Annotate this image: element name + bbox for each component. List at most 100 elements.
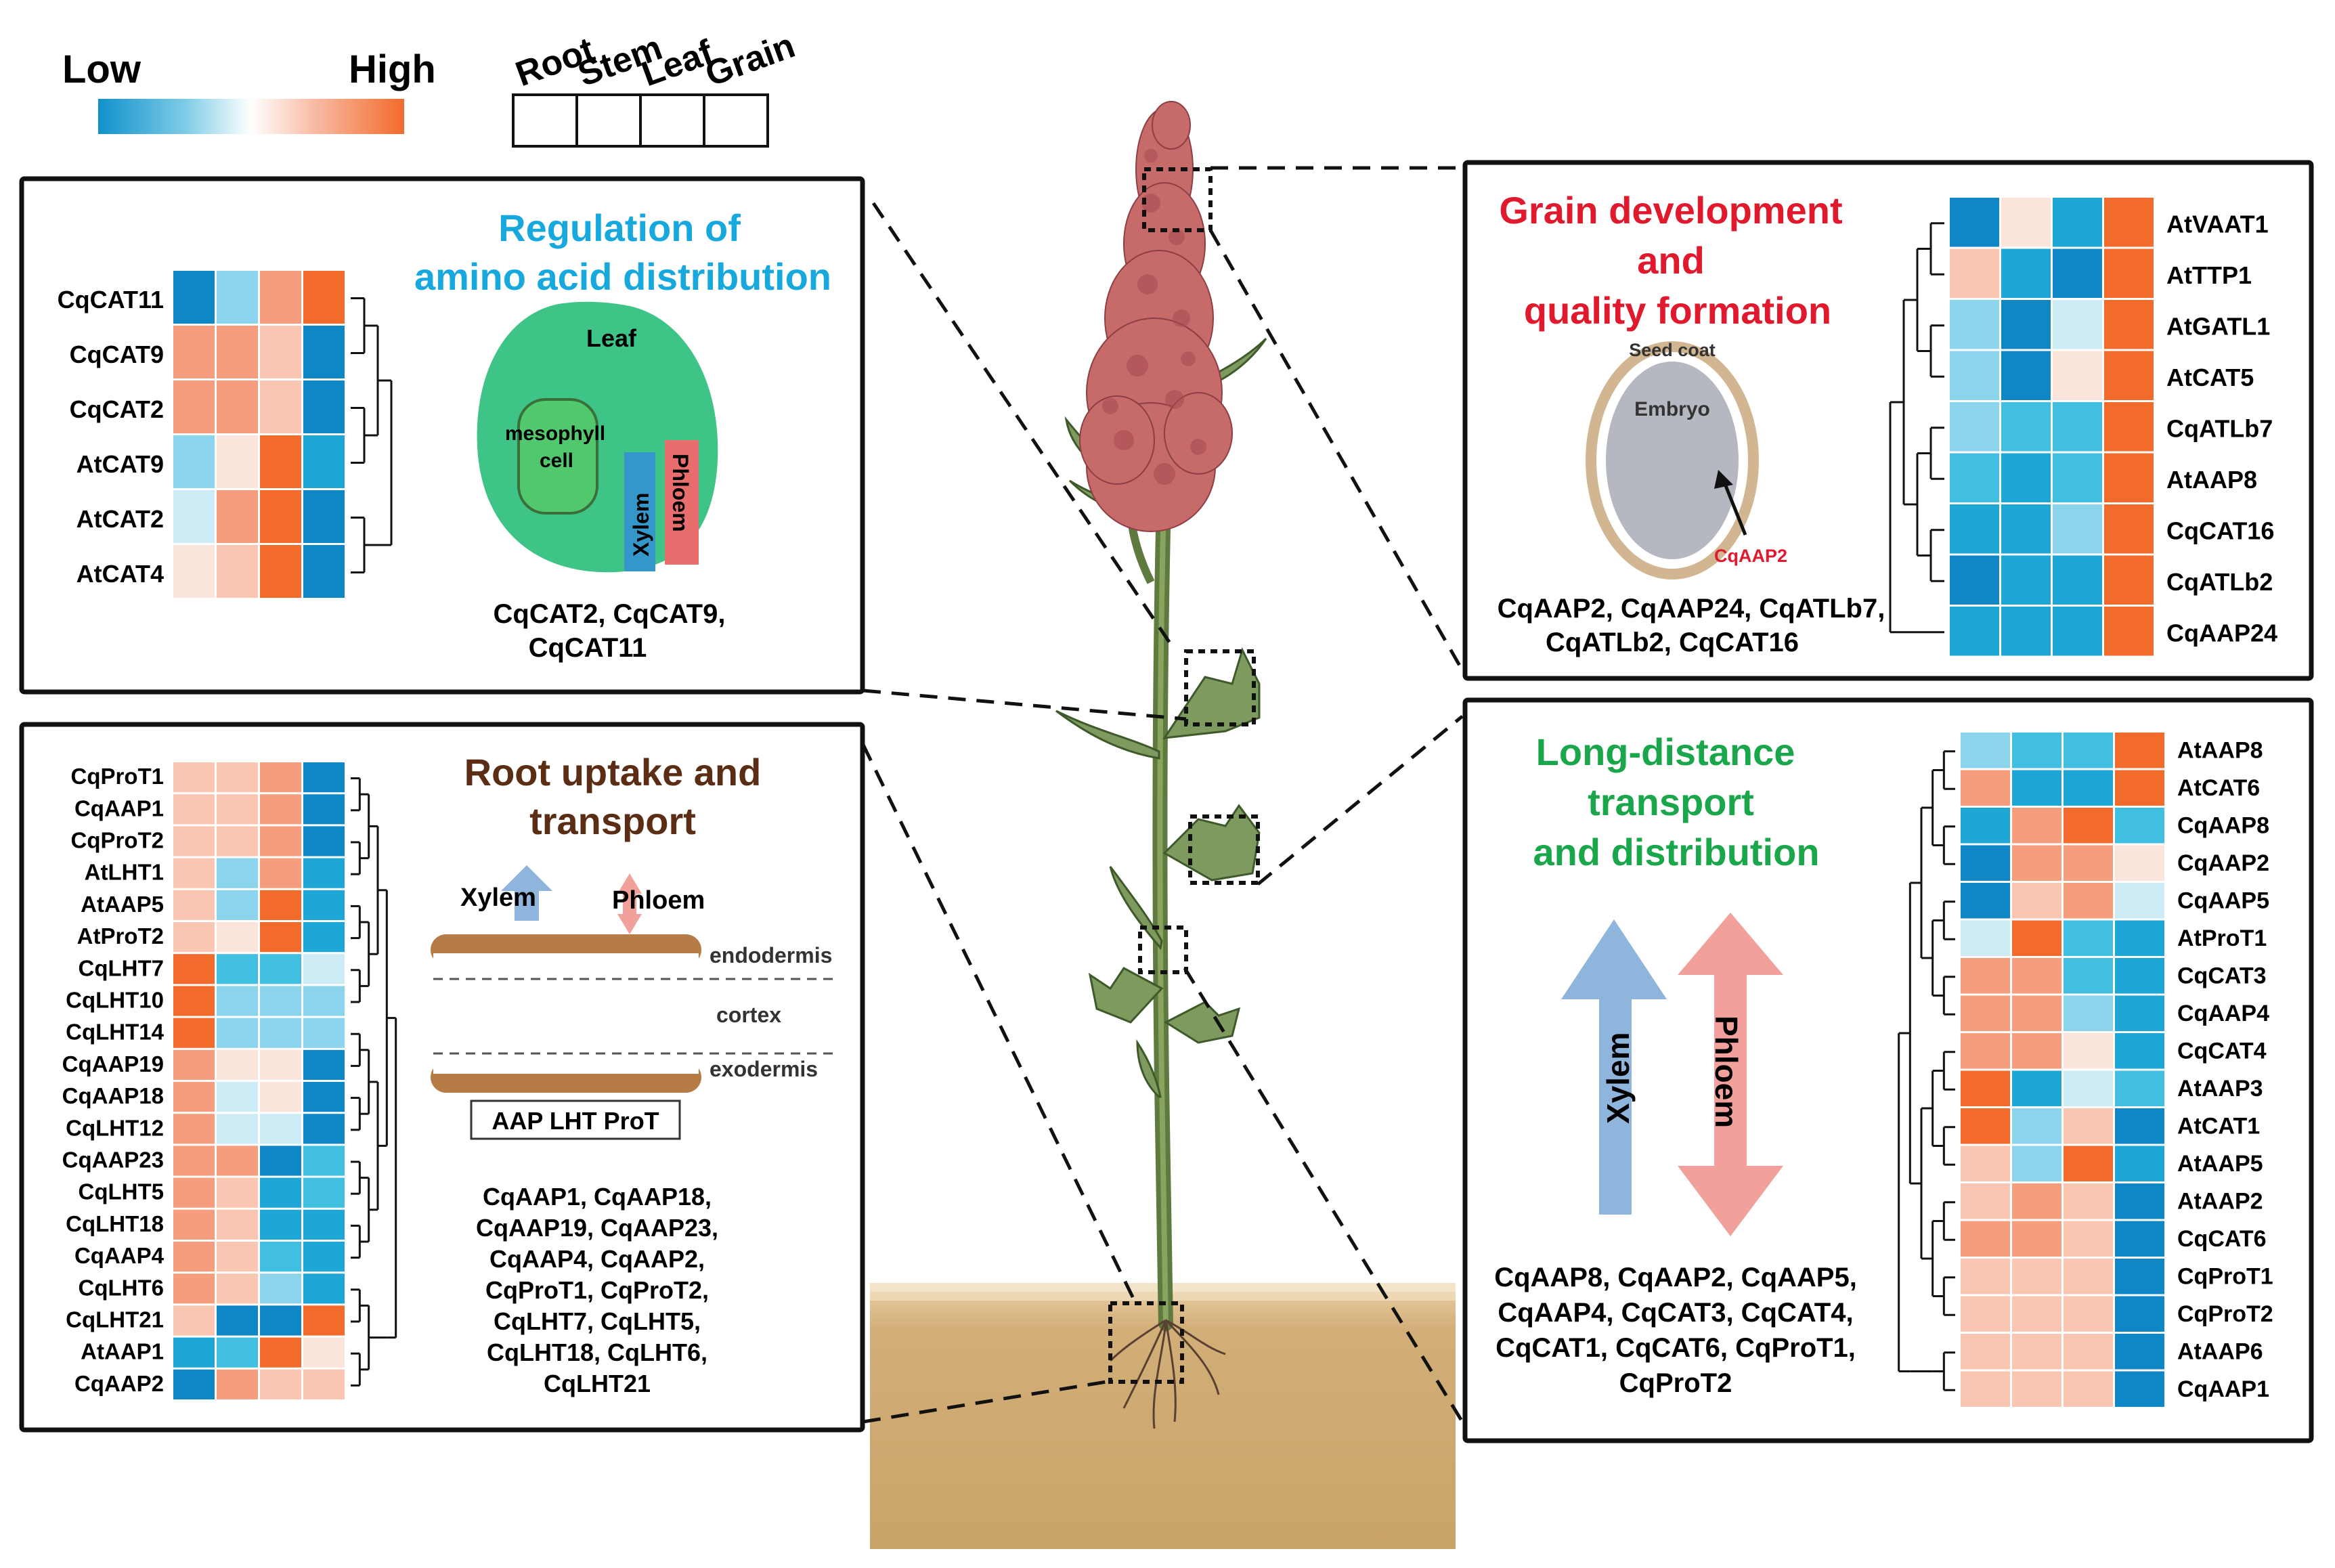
heatmap-row-label: AtCAT5 — [2166, 364, 2254, 391]
heatmap-row-label: CqAAP5 — [2177, 888, 2269, 914]
heatmap-cell — [217, 954, 258, 984]
seed-coat-label: Seed coat — [1629, 340, 1716, 360]
heatmap-cell — [260, 1369, 301, 1399]
heatmap-cell — [2104, 555, 2154, 605]
heatmap-cell — [2012, 1033, 2061, 1069]
heatmap-cell — [260, 1177, 301, 1208]
heatmap-cell — [260, 890, 301, 920]
heatmap-cell — [2001, 248, 2051, 298]
legend-low-label: Low — [62, 47, 141, 91]
heatmap-row-label: CqLHT6 — [79, 1275, 165, 1300]
heatmap-row-label: AtCAT2 — [77, 505, 164, 533]
heatmap-row-label: AtCAT9 — [77, 450, 164, 478]
exodermis-label: exodermis — [710, 1057, 818, 1081]
heatmap-cell — [1950, 248, 1999, 298]
heatmap-cell — [260, 380, 301, 433]
heatmap-row-label: AtVAAT1 — [2166, 210, 2269, 238]
heatmap-cell — [260, 1273, 301, 1304]
heatmap-row-label: AtAAP5 — [2177, 1151, 2263, 1177]
heatmap-row-label: CqCAT9 — [70, 341, 164, 368]
heatmap-row-label: CqLHT21 — [66, 1307, 164, 1332]
heatmap-cell — [2115, 1334, 2164, 1370]
heatmap-cell — [2001, 198, 2051, 247]
heatmap-cell — [1961, 1033, 2010, 1069]
heatmap-cell — [2115, 770, 2164, 806]
heatmap-cell — [303, 1337, 345, 1368]
heatmap-cell — [173, 922, 215, 953]
heatmap-row-label: AtCAT1 — [2177, 1114, 2260, 1139]
heatmap-cell — [303, 858, 345, 888]
heatmap-cell — [2064, 733, 2113, 768]
heatmap-cell — [260, 490, 301, 543]
heatmap-cell — [2104, 607, 2154, 656]
heatmap-cell — [2012, 995, 2061, 1031]
heatmap-cell — [173, 380, 215, 433]
panel-long-distance-transport: Long-distance transport and distribution… — [1462, 697, 2314, 1443]
heatmap-cell — [217, 1177, 258, 1208]
heatmap-cell — [2115, 1371, 2164, 1407]
heatmap-cell — [2064, 808, 2113, 844]
heatmap-cell — [303, 435, 345, 488]
heatmap-cell — [2064, 1221, 2113, 1257]
heatmap-cell — [1961, 1146, 2010, 1181]
arrow-icon — [1714, 470, 1733, 489]
heatmap-cell — [303, 1018, 345, 1048]
heatmap-cell — [173, 890, 215, 920]
heatmap-cell — [260, 435, 301, 488]
heatmap-cell — [173, 326, 215, 378]
heatmap-cell — [2104, 504, 2154, 554]
svg-text:CqLHT18, CqLHT6,: CqLHT18, CqLHT6, — [487, 1338, 707, 1366]
heatmap-cell — [303, 794, 345, 825]
svg-text:CqAAP4, CqAAP2,: CqAAP4, CqAAP2, — [489, 1245, 705, 1273]
heatmap-cell — [303, 954, 345, 984]
heatmap-row-label: CqProT1 — [70, 764, 164, 789]
transport-arrows: Xylem Phloem — [1561, 913, 1783, 1236]
heatmap-cell — [2064, 1183, 2113, 1219]
heatmap-cell — [217, 271, 258, 324]
heatmap-cell — [2012, 770, 2061, 806]
heatmap-row-label: AtAAP2 — [2177, 1189, 2263, 1215]
heatmap-row-label: CqAAP4 — [74, 1243, 165, 1268]
gene-list-line1: CqCAT2, CqCAT9, — [494, 599, 726, 629]
heatmap-row-label: AtAAP6 — [2177, 1339, 2263, 1365]
gene-list-line2: CqATLb2, CqCAT16 — [1546, 628, 1799, 657]
heatmap-cell — [2064, 1070, 2113, 1106]
soil — [870, 1292, 1456, 1549]
heatmap-cell — [2001, 351, 2051, 400]
panel-grain-development: Grain development and quality formation … — [1462, 160, 2314, 681]
heatmap-row-label: CqAAP2 — [74, 1371, 164, 1396]
heatmap-cell — [2115, 1221, 2164, 1257]
legend-gradient-bar — [98, 99, 404, 134]
heatmap-cell — [217, 380, 258, 433]
heatmap-cell — [303, 271, 345, 324]
heatmap-cell — [2012, 1070, 2061, 1106]
heatmap-cell — [2064, 920, 2113, 956]
root-zoom-box — [1108, 1301, 1184, 1384]
heatmap-row-label: AtAAP8 — [2166, 466, 2257, 494]
heatmap-cell — [260, 1305, 301, 1336]
heatmap-cell — [2104, 453, 2154, 502]
heatmap-row-label: CqProT2 — [70, 827, 164, 852]
heatmap-cell — [2115, 845, 2164, 881]
heatmap-cell — [260, 271, 301, 324]
heatmap-cell — [2053, 351, 2102, 400]
heatmap-cell — [1961, 1183, 2010, 1219]
xylem-bar — [624, 452, 655, 571]
heatmap-cell — [173, 1209, 215, 1240]
heatmap-cell — [1950, 198, 1999, 247]
heatmap-cell — [2012, 1371, 2061, 1407]
heatmap-cell — [260, 1209, 301, 1240]
heatmap-cell — [303, 1146, 345, 1176]
heatmap-cell — [260, 954, 301, 984]
heatmap-cell — [1961, 845, 2010, 881]
heatmap-cell — [2064, 1033, 2113, 1069]
heatmap-row-label: CqCAT16 — [2166, 517, 2274, 544]
endodermis-label: endodermis — [710, 943, 832, 967]
heatmap-cell — [2115, 733, 2164, 768]
heatmap-cell — [173, 1114, 215, 1144]
gene-list: CqAAP8, CqAAP2, CqAAP5, CqAAP4, CqCAT3, … — [1494, 1263, 1857, 1398]
grain-zoom-box — [1142, 167, 1213, 232]
heatmap-cell — [2064, 1259, 2113, 1294]
heatmap-cell — [303, 1177, 345, 1208]
